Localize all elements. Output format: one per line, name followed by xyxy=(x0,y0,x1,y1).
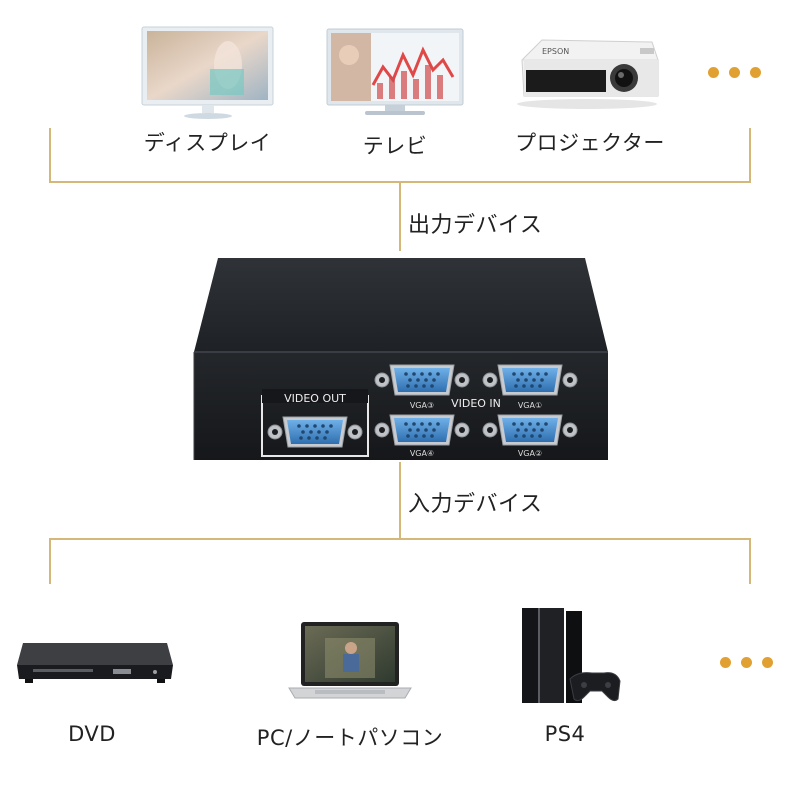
vga3-label: VGA③ xyxy=(410,401,434,410)
more-outputs-dots xyxy=(708,67,761,78)
input-bracket-right xyxy=(749,538,751,584)
dot xyxy=(708,67,719,78)
television-icon xyxy=(326,28,464,115)
laptop-icon xyxy=(288,622,412,699)
projector-brand: EPSON xyxy=(542,47,569,56)
output-label-projector: プロジェクター xyxy=(515,131,665,155)
output-bracket-right xyxy=(749,128,751,182)
video-out-label: VIDEO OUT xyxy=(284,392,346,405)
vga1-label: VGA① xyxy=(518,401,542,410)
dot xyxy=(762,657,773,668)
vga2-label: VGA② xyxy=(518,449,542,458)
dot xyxy=(750,67,761,78)
input-devices-label: 入力デバイス xyxy=(408,492,543,517)
dot xyxy=(741,657,752,668)
ps4-console-icon xyxy=(522,608,621,703)
more-inputs-dots xyxy=(720,657,773,668)
dvd-player-icon xyxy=(17,643,173,683)
output-devices-label: 出力デバイス xyxy=(408,213,543,238)
output-connector xyxy=(399,181,401,251)
output-label-display: ディスプレイ xyxy=(143,131,272,155)
video-in-label: VIDEO IN xyxy=(451,397,501,410)
input-label-dvd: DVD xyxy=(68,722,116,746)
output-bracket-left xyxy=(49,128,51,182)
vga4-label: VGA④ xyxy=(410,449,434,458)
dot xyxy=(729,67,740,78)
input-label-pc: PC/ノートパソコン xyxy=(256,726,444,750)
input-bracket-left xyxy=(49,538,51,584)
input-label-ps4: PS4 xyxy=(544,722,586,746)
input-bracket-base xyxy=(49,538,751,540)
projector-icon: EPSON xyxy=(517,39,659,109)
dot xyxy=(720,657,731,668)
vga-switch-box: VIDEO OUT VGA③ VGA① VGA④ VGA② VIDEO IN xyxy=(193,258,608,460)
input-connector xyxy=(399,462,401,540)
output-label-tv: テレビ xyxy=(362,134,428,158)
monitor-icon xyxy=(141,26,274,119)
